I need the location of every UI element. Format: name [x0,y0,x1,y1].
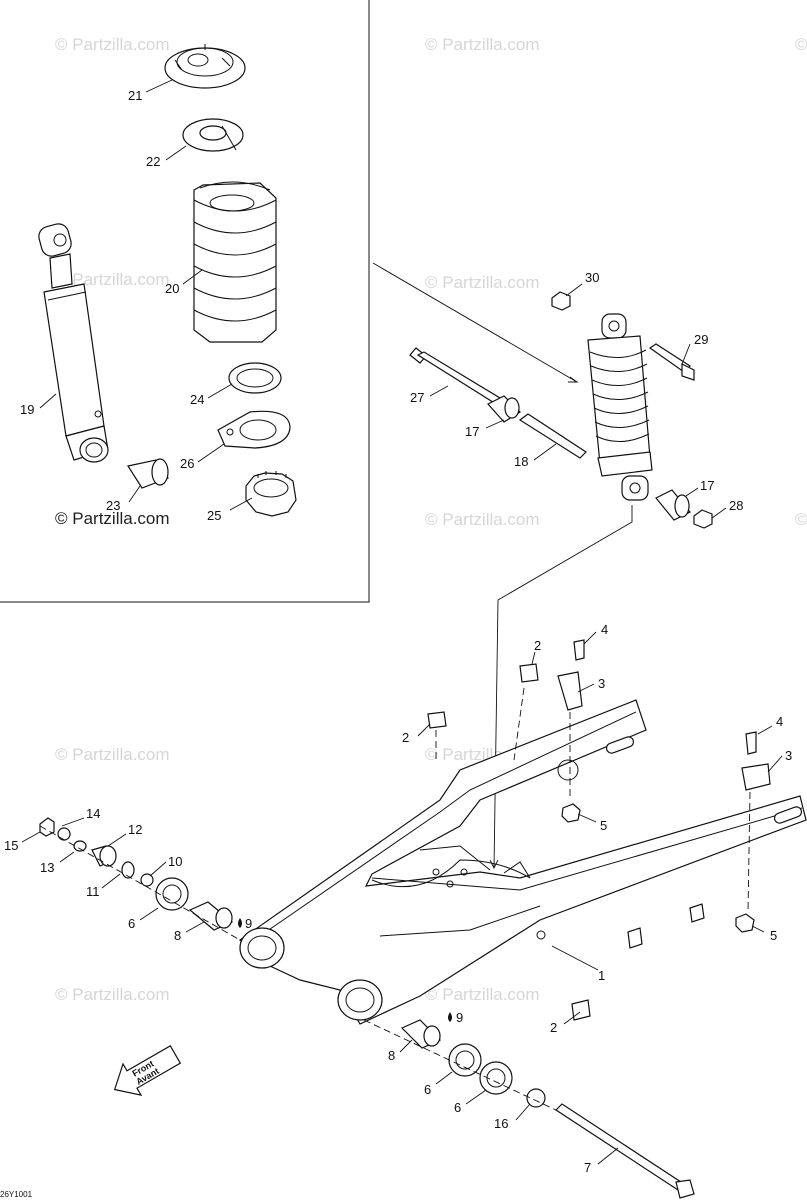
callout-label: 22 [146,154,160,169]
shock-exploded-group [38,44,297,517]
callout-label: 12 [128,822,142,837]
bearing-part [479,1061,513,1095]
callout-label: 17 [700,478,714,493]
washer-part [140,873,154,887]
callout-label: 7 [584,1160,591,1175]
pivot-bolt-part [555,1103,685,1191]
swingarm-group [239,699,807,1025]
callout-label: 6 [454,1100,461,1115]
watermark: © Partzilla.com [55,745,170,764]
shock-absorber-body-part [38,223,109,463]
callout-label: 8 [388,1048,395,1063]
plug-part [427,711,447,729]
bearing-part [155,877,189,911]
screw-part [573,639,585,661]
plug-part [571,999,591,1021]
front-arrow-icon [113,1045,182,1096]
callout-label: 6 [424,1082,431,1097]
callout-label: 21 [128,88,142,103]
callout-label: 19 [20,402,34,417]
callout-label: 25 [207,508,221,523]
washer-part [121,861,135,879]
grease-icon [448,1012,452,1022]
bracket-part [741,763,771,791]
callout-label: 18 [514,454,528,469]
watermark: © Partzilla.com [55,35,170,54]
callout-label: 16 [494,1116,508,1131]
washer-part [526,1088,546,1108]
callout-label: 26 [180,456,194,471]
shock-bushing-part [127,458,169,489]
watermark: © Partzilla.com [795,35,807,54]
callout-label: 20 [165,281,179,296]
callout-label: 1 [598,968,605,983]
bracket-part [557,671,583,711]
callout-label: 14 [86,806,100,821]
spring-seat-part [164,44,246,89]
callout-label: 15 [4,838,18,853]
sleeve-part [518,413,587,459]
watermark: © Partzilla.com [425,985,540,1004]
callout-label: 9 [456,1010,463,1025]
bearing-part [448,1043,482,1077]
castle-nut-part [245,471,297,517]
coil-spring-part [193,181,277,343]
adjuster-plate-part [217,410,291,449]
callout-label: 23 [106,498,120,513]
callout-label: 5 [770,928,777,943]
inset-copyright: © Partzilla.com [55,509,170,528]
callout-label: 28 [729,498,743,513]
nut-part [735,913,755,933]
callout-label: 6 [128,916,135,931]
washer-part [57,827,71,841]
inset-frame [0,0,370,603]
callout-label: 17 [465,424,479,439]
callout-label: 24 [190,392,204,407]
callout-label: 9 [245,916,252,931]
nut-part [551,291,571,311]
watermark: © Partzilla.com [425,273,540,292]
callout-label: 5 [600,818,607,833]
nut-part [693,509,713,529]
front-direction-badge: Front Avant [113,1045,182,1096]
callout-labels: 21 22 20 19 24 26 23 25 30 29 27 17 18 1… [4,88,792,1175]
callout-label: 3 [785,748,792,763]
screw-part [745,731,757,755]
hardware-group [39,639,771,1199]
callout-label: 13 [40,860,54,875]
swingarm-part [239,699,807,1025]
callout-label: 2 [534,638,541,653]
watermark: © Partzilla.com [55,985,170,1004]
bolt-part [648,343,691,373]
callout-label: 3 [598,676,605,691]
watermark: © Partzilla.com [425,510,540,529]
plug-part [519,663,539,683]
callout-label: 4 [776,714,783,729]
callout-label: 29 [694,332,708,347]
callout-label: 4 [601,622,608,637]
callout-label: 10 [168,854,182,869]
washer-part [73,840,87,852]
watermark: © Partzilla.com [425,35,540,54]
grease-icon [238,918,242,928]
shock-assembly-group [372,262,713,870]
shock-assembled-part [587,313,653,501]
reference-code: 26Y1001 [0,1190,33,1199]
o-ring-part [228,362,282,394]
callout-label: 2 [402,730,409,745]
callout-label: 11 [86,884,100,899]
callout-label: 30 [585,270,599,285]
callout-label: 2 [550,1020,557,1035]
retainer-ring-part [182,118,244,152]
callout-label: 27 [410,390,424,405]
callout-label: 8 [174,928,181,943]
watermark: © Partzilla.com [795,510,807,529]
nut-part [561,803,581,823]
callout-leaders [21,79,783,1165]
